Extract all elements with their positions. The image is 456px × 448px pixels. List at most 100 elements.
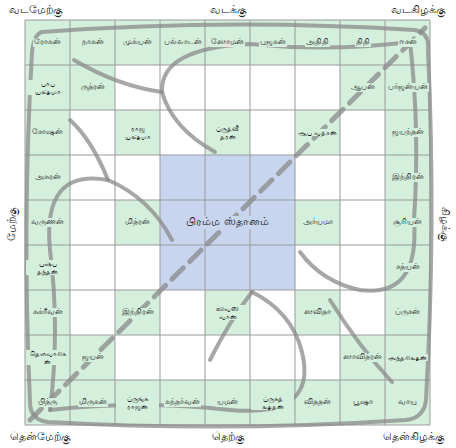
direction-label: வடக்கு — [208, 3, 249, 17]
deity-cell: ரோகன் — [26, 21, 69, 64]
figure-fold — [330, 300, 392, 382]
grid-cell — [160, 290, 205, 335]
direction-label: மேற்கு — [5, 205, 19, 243]
deity-cell: சத்யன் — [386, 246, 429, 289]
deity-name: ஜயன் — [81, 353, 105, 362]
cell-fill — [385, 200, 430, 245]
deity-name: நாகன் — [81, 38, 105, 47]
deity-name: அர்யமா — [302, 218, 334, 227]
cell-fill — [385, 245, 430, 290]
deity-cell: ப்ருங்க ராஜன் — [116, 381, 159, 424]
grid-cell — [340, 245, 385, 290]
deity-cell: ஸோமன் — [206, 21, 249, 64]
grid-line — [70, 20, 71, 425]
grid-line — [25, 335, 430, 336]
center-label: பிரம்ம ஸ்தானம் — [185, 216, 270, 228]
deity-cell: பல்லாடன் — [161, 21, 204, 64]
deity-cell: பாப யக்ஷ்மா — [26, 66, 69, 109]
vastu-purusha-figure — [26, 24, 431, 426]
grid-cell — [25, 110, 70, 155]
deity-cell: ப்ருத்வீ தரன் — [206, 111, 249, 154]
deity-cell: அதிதி — [296, 21, 339, 64]
deity-name: வாயு — [397, 398, 418, 407]
deity-cell: தௌவாரிகன் — [26, 336, 69, 379]
grid-cell — [295, 290, 340, 335]
direction-label: தென்கிழக்கு — [381, 430, 447, 444]
deity-name: ஸோமன் — [210, 38, 245, 47]
grid-cell — [115, 335, 160, 380]
grid-cell — [250, 110, 295, 155]
grid-cell — [340, 155, 385, 200]
grid-cell — [340, 335, 385, 380]
deity-name: பித்ரு — [37, 398, 58, 407]
deity-name: விததன் — [303, 398, 332, 407]
brahma-sthanam: பிரம்ம ஸ்தானம் — [161, 156, 294, 289]
figure-frame — [26, 24, 431, 426]
deity-name: ராஜ யக்ஷ்மா — [116, 125, 159, 141]
deity-cell: புஜகன் — [251, 21, 294, 64]
cell-fill — [385, 110, 430, 155]
grid-cell — [205, 65, 250, 110]
deity-cell: வாயு — [386, 381, 429, 424]
direction-label: வடகிழக்கு — [389, 3, 448, 17]
direction-label: கிழக்கு — [437, 205, 451, 244]
grid-cell — [385, 335, 430, 380]
deity-cell: அந்தரிக்ஷன் — [386, 336, 429, 379]
grid-cell — [70, 200, 115, 245]
deity-name: வருணன் — [30, 218, 65, 227]
deity-name: விவஸ் வான் — [206, 305, 249, 321]
cell-fills — [25, 20, 430, 425]
grid-cell — [25, 290, 70, 335]
deity-name: ப்ருசன் — [394, 308, 421, 317]
grid-cell — [25, 155, 70, 200]
deity-name: ஸாவித்ரன் — [342, 353, 383, 362]
cell-fill — [115, 110, 160, 155]
grid-cell — [385, 290, 430, 335]
deity-name: யமன் — [216, 398, 239, 407]
deity-name: தௌவாரிகன் — [26, 350, 69, 366]
deity-name: அதிதி — [305, 38, 330, 47]
deity-name: ஜயந்தன் — [391, 128, 425, 137]
grid-cell — [205, 380, 250, 425]
grid-line — [295, 20, 296, 425]
deity-cell: சூரியன் — [386, 201, 429, 244]
deity-cell: ஈசன் — [386, 21, 429, 64]
grid-cell — [115, 110, 160, 155]
deity-cell: சோஷன் — [26, 111, 69, 154]
deity-cell: கந்தர்வன் — [161, 381, 204, 424]
deity-cell: ஸவிதா — [296, 291, 339, 334]
deity-cell: பூஷா — [341, 381, 384, 424]
grid-cell — [250, 335, 295, 380]
deity-cell: நாகன் — [71, 21, 114, 64]
deity-name: இந்திரன் — [121, 308, 155, 317]
figure-fold — [74, 60, 162, 92]
figure-fold — [210, 292, 252, 360]
cell-fill — [25, 155, 70, 200]
deity-cell: அசுரன் — [26, 156, 69, 199]
deity-cell: ராஜ யக்ஷ்மா — [116, 111, 159, 154]
deity-name: பல்லாடன் — [163, 38, 203, 47]
deity-cell: மிருகன் — [71, 381, 114, 424]
figure-arm — [300, 42, 416, 291]
cell-fill — [115, 380, 160, 425]
deity-name: அந்தரிக்ஷன் — [387, 354, 428, 362]
deity-name: ஸவிதா — [303, 308, 332, 317]
deity-cell: சுக்ரீவன் — [26, 291, 69, 334]
deity-name: கந்தர்வன் — [164, 398, 201, 407]
deity-cell: அர்யமா — [296, 201, 339, 244]
grid-line — [25, 155, 430, 156]
deity-name: ப்ருங்க ராஜன் — [116, 395, 159, 411]
grid-cell — [160, 110, 205, 155]
grid-cell — [115, 155, 160, 200]
grid-cell — [340, 380, 385, 425]
deity-name: ஆபன் — [350, 83, 376, 92]
deity-cell: முக்யன் — [116, 21, 159, 64]
grid-cell — [295, 200, 340, 245]
cell-fill — [205, 20, 250, 65]
deity-name: மிருகன் — [78, 398, 108, 407]
deity-name: பர்ஜன்யன் — [387, 83, 429, 92]
grid-cells — [25, 20, 430, 425]
grid-line — [25, 20, 430, 21]
direction-label: தெற்கு — [210, 430, 247, 444]
deity-cell: விததன் — [296, 381, 339, 424]
